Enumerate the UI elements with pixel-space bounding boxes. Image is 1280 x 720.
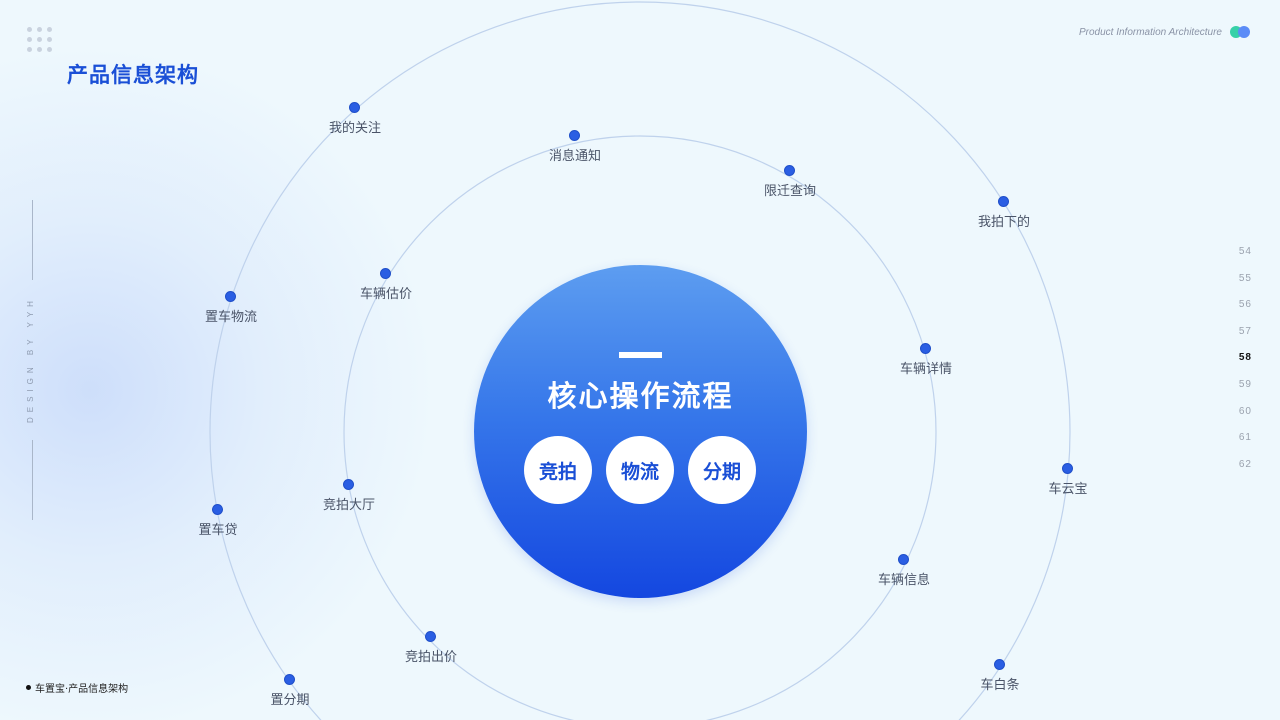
node-dot-icon [784, 165, 795, 176]
page-number[interactable]: 62 [1238, 458, 1252, 470]
node-label: 竞拍出价 [404, 650, 457, 665]
footer-text: 车置宝·产品信息架构 [35, 684, 129, 695]
page-number-current[interactable]: 58 [1238, 352, 1252, 364]
page-number[interactable]: 56 [1238, 299, 1252, 311]
logo-dots-icon [1230, 26, 1252, 38]
node-label: 置分期 [270, 693, 310, 708]
core-title: 核心操作流程 [547, 379, 734, 413]
node-label: 车白条 [980, 678, 1020, 693]
page-number[interactable]: 57 [1238, 325, 1252, 337]
dots-grid-icon [27, 27, 53, 53]
bullet-icon [26, 685, 31, 690]
node-label: 置车物流 [204, 310, 257, 325]
node-label: 我的关注 [328, 121, 381, 136]
node-dot-icon [998, 196, 1009, 207]
node-label: 车辆估价 [359, 287, 412, 302]
header-right: Product Information Architecture [1079, 26, 1252, 38]
title-bar-decoration [619, 352, 662, 358]
page-title: 产品信息架构 [67, 63, 199, 87]
page-navigation: 54 55 56 57 58 59 60 61 62 [1239, 246, 1252, 485]
node-label: 限迁查询 [763, 184, 816, 199]
inner-ring [343, 135, 937, 720]
page-number[interactable]: 59 [1238, 378, 1252, 390]
node-label: 竞拍大厅 [322, 498, 375, 513]
pill-auction[interactable]: 竞拍 [524, 436, 592, 504]
node-label: 我拍下的 [977, 215, 1030, 230]
footer: 车置宝·产品信息架构 [26, 680, 128, 695]
node-label: 车云宝 [1048, 482, 1088, 497]
node-dot-icon [343, 479, 354, 490]
node-dot-icon [425, 631, 436, 642]
pill-logistics[interactable]: 物流 [606, 436, 674, 504]
node-label: 车辆详情 [899, 362, 952, 377]
node-label: 车辆信息 [877, 573, 930, 588]
node-dot-icon [212, 504, 223, 515]
node-dot-icon [920, 343, 931, 354]
node-dot-icon [380, 268, 391, 279]
node-dot-icon [349, 102, 360, 113]
core-process-circle: 核心操作流程 竞拍 物流 分期 [474, 265, 807, 598]
core-pills: 竞拍 物流 分期 [524, 436, 756, 504]
divider [32, 440, 33, 520]
page-number[interactable]: 60 [1238, 405, 1252, 417]
side-signature: DESIGN BY YYH [26, 200, 35, 520]
page-number[interactable]: 61 [1238, 432, 1252, 444]
node-label: 置车贷 [198, 523, 238, 538]
node-dot-icon [994, 659, 1005, 670]
node-dot-icon [1062, 463, 1073, 474]
node-dot-icon [569, 130, 580, 141]
node-dot-icon [225, 291, 236, 302]
pill-installment[interactable]: 分期 [688, 436, 756, 504]
node-dot-icon [898, 554, 909, 565]
page-subtitle: Product Information Architecture [1078, 26, 1222, 38]
page-number[interactable]: 55 [1238, 272, 1252, 284]
node-label: 消息通知 [548, 149, 601, 164]
divider [32, 200, 33, 280]
outer-ring [209, 1, 1071, 720]
node-dot-icon [284, 674, 295, 685]
page-number[interactable]: 54 [1238, 246, 1252, 257]
